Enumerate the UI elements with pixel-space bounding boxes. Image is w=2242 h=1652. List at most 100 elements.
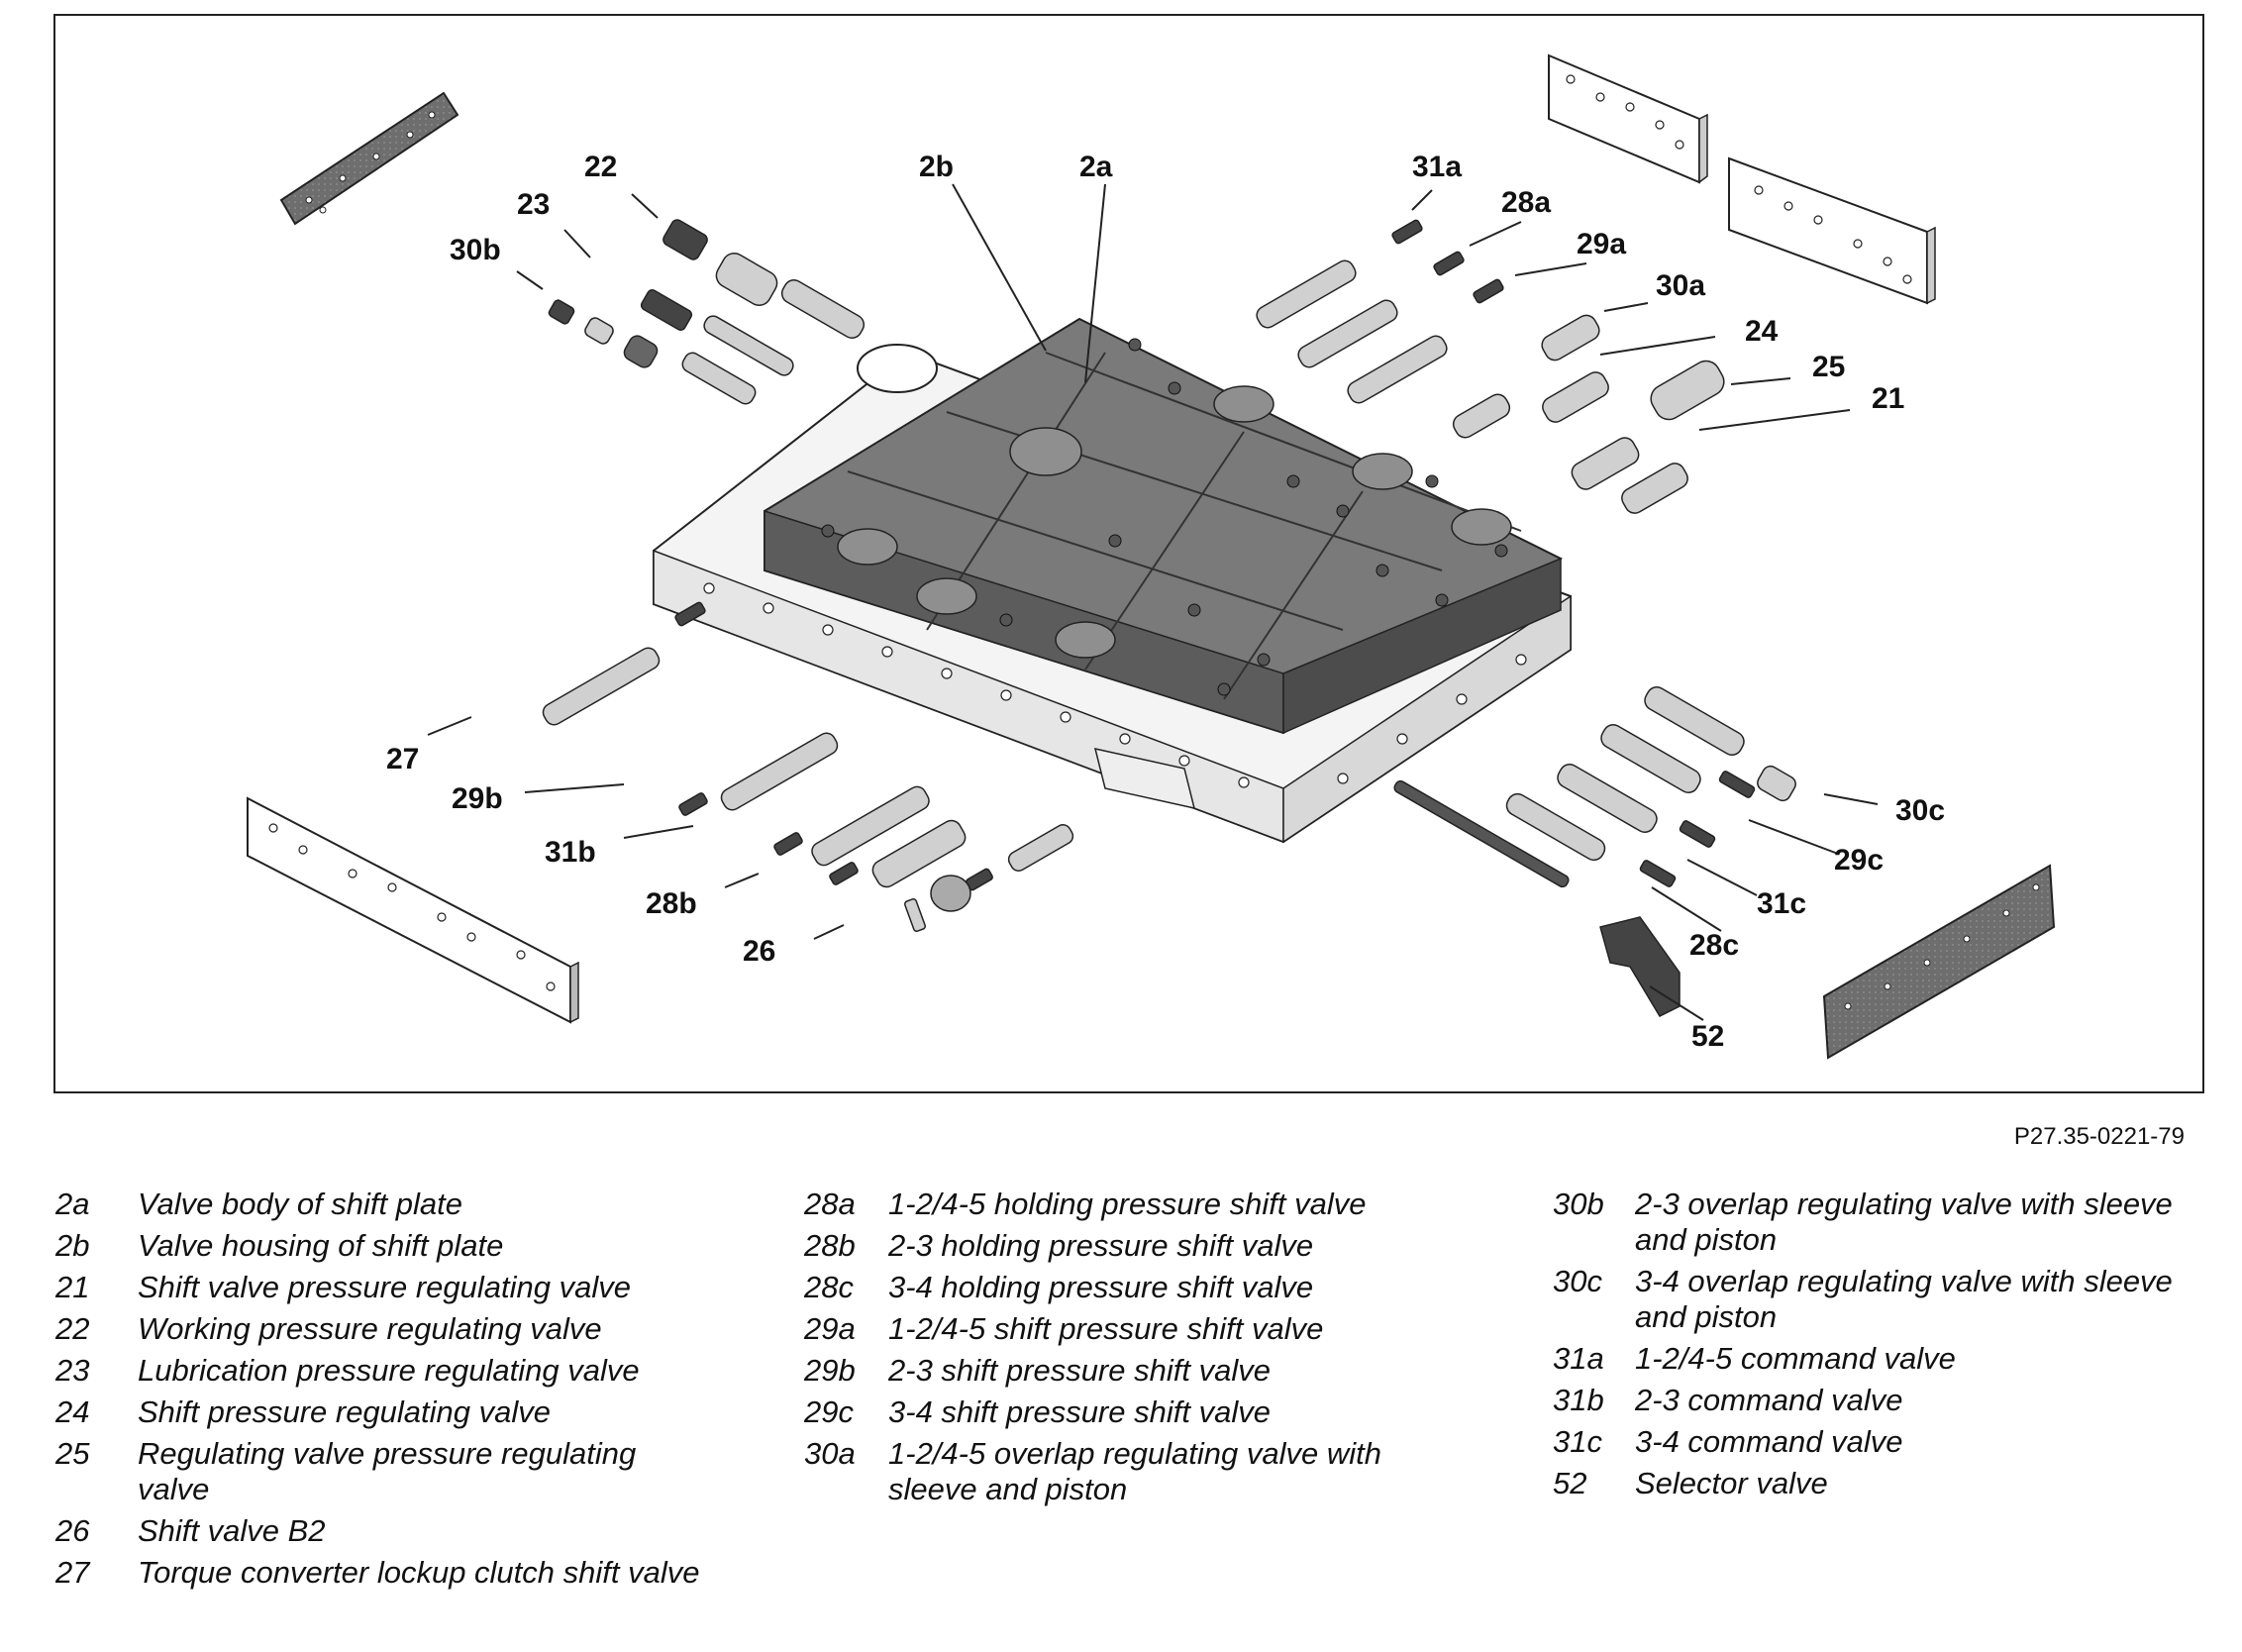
callout-30a: 30a — [1656, 269, 1705, 302]
legend-desc: Selector valve — [1635, 1466, 1828, 1500]
legend-desc: 1-2/4-5 holding pressure shift valve — [888, 1187, 1367, 1221]
legend-desc: Regulating valve pressure regulating val… — [138, 1436, 637, 1506]
legend-desc: 2-3 holding pressure shift valve — [888, 1228, 1314, 1263]
legend-item: 24 Shift pressure regulating valve — [55, 1392, 709, 1433]
callout-30c: 30c — [1895, 794, 1945, 827]
diagram-drawing: 22 23 30b 2b 2a 31a 28a 29a 30a 24 25 21… — [247, 53, 2056, 1060]
separator-plate-bottom-right — [1822, 864, 2056, 1060]
legend-desc: 2-3 command valve — [1635, 1383, 1903, 1417]
callout-26: 26 — [743, 935, 775, 968]
callout-31a: 31a — [1412, 151, 1462, 183]
legend-code: 29b — [804, 1353, 856, 1388]
legend-desc: 1-2/4-5 shift pressure shift valve — [888, 1311, 1324, 1346]
callout-23: 23 — [517, 188, 550, 221]
legend-code: 24 — [55, 1394, 90, 1429]
legend-item: 29b 2-3 shift pressure shift valve — [804, 1350, 1478, 1392]
legend-column-1: 2a Valve body of shift plate 2b Valve hous… — [55, 1184, 709, 1594]
legend-code: 21 — [55, 1270, 90, 1304]
legend-item: 25 Regulating valve pressure regulating v… — [55, 1433, 709, 1510]
legend-desc: 3-4 shift pressure shift valve — [888, 1394, 1271, 1429]
legend-desc: 3-4 command valve — [1635, 1424, 1903, 1459]
legend-code: 25 — [55, 1436, 90, 1471]
legend-item: 29a 1-2/4-5 shift pressure shift valve — [804, 1308, 1478, 1350]
callout-2a: 2a — [1079, 151, 1113, 183]
legend-item: 22 Working pressure regulating valve — [55, 1308, 709, 1350]
legend-code: 2b — [55, 1228, 90, 1263]
legend-desc: Working pressure regulating valve — [138, 1311, 602, 1346]
callout-29b: 29b — [452, 782, 503, 815]
legend-desc: 2-3 shift pressure shift valve — [888, 1353, 1271, 1388]
legend-code: 28c — [804, 1270, 854, 1304]
legend-item: 52 Selector valve — [1553, 1463, 2187, 1504]
callout-25: 25 — [1812, 351, 1845, 383]
separator-plate-top-left — [279, 91, 459, 226]
legend-desc: Shift pressure regulating valve — [138, 1394, 552, 1429]
legend-item: 23 Lubrication pressure regulating valve — [55, 1350, 709, 1392]
legend-item: 21 Shift valve pressure regulating valve — [55, 1267, 709, 1308]
legend-desc: 1-2/4-5 command valve — [1635, 1341, 1956, 1376]
callout-31c: 31c — [1757, 887, 1806, 920]
legend-code: 31b — [1553, 1383, 1604, 1417]
legend-code: 28a — [804, 1187, 856, 1221]
legend-code: 22 — [55, 1311, 90, 1346]
legend-code: 31a — [1553, 1341, 1604, 1376]
legend-item: 30b 2-3 overlap regulating valve with sle… — [1553, 1184, 2187, 1261]
callout-28c: 28c — [1689, 929, 1739, 962]
legend-code: 23 — [55, 1353, 90, 1388]
legend-item: 28a 1-2/4-5 holding pressure shift valve — [804, 1184, 1478, 1225]
legend-item: 31b 2-3 command valve — [1553, 1380, 2187, 1421]
legend-desc: Valve housing of shift plate — [138, 1228, 504, 1263]
loose-valve-parts — [542, 219, 1796, 1017]
legend-item: 30a 1-2/4-5 overlap regulating valve with… — [804, 1433, 1478, 1510]
legend-item: 27 Torque converter lockup clutch shift v… — [55, 1552, 709, 1594]
legend-desc: 3-4 overlap regulating valve with sleeve… — [1635, 1264, 2173, 1334]
legend-code: 30a — [804, 1436, 856, 1471]
legend-desc: 1-2/4-5 overlap regulating valve with sl… — [888, 1436, 1381, 1506]
callout-21: 21 — [1872, 382, 1904, 415]
legend-item: 29c 3-4 shift pressure shift valve — [804, 1392, 1478, 1433]
legend-desc: Lubrication pressure regulating valve — [138, 1353, 640, 1388]
valve-body-block — [764, 317, 1564, 735]
legend-desc: Valve body of shift plate — [138, 1187, 462, 1221]
legend-column-3: 30b 2-3 overlap regulating valve with sle… — [1553, 1184, 2187, 1504]
figure-code: P27.35-0221-79 — [2013, 1123, 2185, 1150]
legend-code: 52 — [1553, 1466, 1587, 1500]
legend-code: 30c — [1553, 1264, 1602, 1298]
legend-item: 26 Shift valve B2 — [55, 1510, 709, 1552]
legend-code: 2a — [55, 1187, 90, 1221]
callout-2b: 2b — [919, 151, 954, 183]
legend-code: 29c — [804, 1394, 854, 1429]
exploded-view-diagram: 22 23 30b 2b 2a 31a 28a 29a 30a 24 25 21… — [53, 14, 2204, 1093]
legend-code: 29a — [804, 1311, 856, 1346]
legend-code: 27 — [55, 1555, 90, 1590]
legend-item: 30c 3-4 overlap regulating valve with sle… — [1553, 1261, 2187, 1338]
callout-52: 52 — [1691, 1020, 1724, 1053]
legend-desc: Shift valve B2 — [138, 1513, 326, 1548]
callout-30b: 30b — [450, 234, 501, 266]
legend-code: 26 — [55, 1513, 90, 1548]
legend-desc: 3-4 holding pressure shift valve — [888, 1270, 1314, 1304]
legend-item: 31a 1-2/4-5 command valve — [1553, 1338, 2187, 1380]
legend-item: 2a Valve body of shift plate — [55, 1184, 709, 1225]
callout-22: 22 — [584, 151, 617, 183]
callout-27: 27 — [386, 743, 419, 775]
legend-desc: Shift valve pressure regulating valve — [138, 1270, 631, 1304]
legend-item: 28b 2-3 holding pressure shift valve — [804, 1225, 1478, 1267]
callout-labels: 22 23 30b 2b 2a 31a 28a 29a 30a 24 25 21… — [386, 151, 1945, 1053]
legend-code: 28b — [804, 1228, 856, 1263]
legend-code: 30b — [1553, 1187, 1604, 1221]
callout-28a: 28a — [1501, 186, 1551, 219]
legend-item: 28c 3-4 holding pressure shift valve — [804, 1267, 1478, 1308]
separator-plate-top-right — [1548, 53, 1936, 305]
separator-plate-bottom-left — [247, 796, 579, 1024]
callout-24: 24 — [1745, 315, 1779, 348]
legend-item: 31c 3-4 command valve — [1553, 1421, 2187, 1463]
callout-31b: 31b — [545, 836, 596, 869]
callout-28b: 28b — [646, 887, 697, 920]
callout-29c: 29c — [1834, 844, 1884, 877]
legend-code: 31c — [1553, 1424, 1602, 1459]
legend-desc: Torque converter lockup clutch shift val… — [138, 1555, 700, 1590]
legend-item: 2b Valve housing of shift plate — [55, 1225, 709, 1267]
legend-desc: 2-3 overlap regulating valve with sleeve… — [1635, 1187, 2173, 1257]
